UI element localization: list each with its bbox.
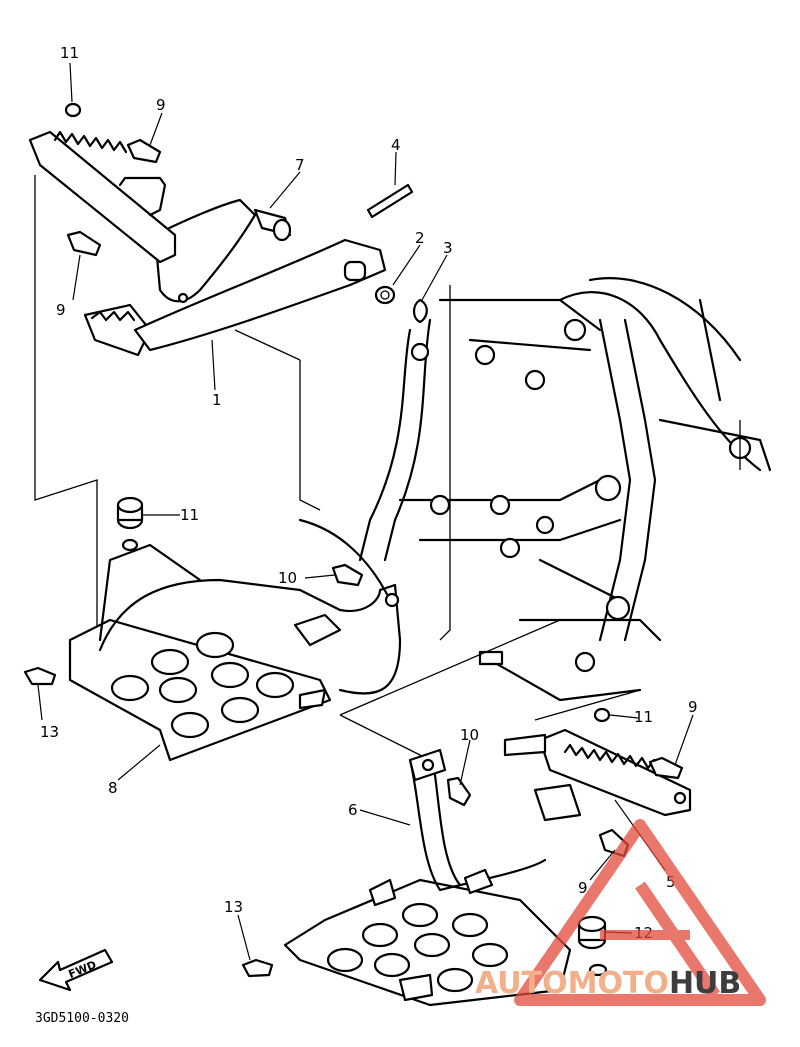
assembly-outlines: [34, 175, 741, 761]
callout-5: 5: [666, 873, 676, 891]
fwd-label: FWD: [67, 958, 99, 981]
bolt-9-b: [66, 230, 102, 257]
part-code: 3GD5100-0320: [35, 1011, 129, 1026]
grommet-12-upper: [116, 496, 144, 552]
bolt-10-lower: [446, 776, 472, 807]
watermark-triangle-icon: [514, 819, 766, 1006]
washer-2: [374, 285, 396, 305]
motorcycle-frame: [298, 277, 772, 702]
fwd-arrow: FWD: [38, 948, 114, 992]
watermark-logo: AUTOMOTOHUB: [475, 819, 766, 1006]
bolt-9-a: [126, 138, 162, 164]
callout-3: 3: [443, 239, 453, 257]
callout-11-upper: 11: [60, 44, 79, 62]
callout-4: 4: [391, 136, 401, 154]
screw-13-lower: [241, 958, 274, 978]
right-skid-plate: [283, 748, 572, 1007]
callout-10-lower: 10: [460, 726, 479, 744]
clip-3: [412, 298, 428, 324]
callout-2: 2: [415, 229, 425, 247]
cotter-pin-4: [366, 183, 414, 219]
svg-text:AUTOMOTOHUB: AUTOMOTOHUB: [475, 966, 741, 1001]
callout-10-upper: 10: [278, 569, 297, 587]
watermark-text-a: AUTOMOTO: [475, 966, 669, 1001]
bolt-10-upper: [331, 563, 364, 587]
callout-6: 6: [348, 801, 358, 819]
callout-12-upper: 11: [180, 506, 199, 524]
nut-11-lower: [593, 707, 611, 723]
screw-13-left: [23, 666, 57, 686]
fasteners: [23, 102, 684, 978]
callout-9-upper: 9: [156, 96, 166, 114]
callout-11-lower: 11: [634, 708, 653, 726]
callout-13-lower: 13: [224, 898, 243, 916]
callout-13-left: 13: [40, 723, 59, 741]
callout-9-right: 9: [688, 698, 698, 716]
right-footrest: [503, 728, 692, 822]
left-skid-plate: [68, 543, 402, 762]
callouts: 11 9 7 4 2 3 9 1 11 10 13 8 10 6 11 9 5 …: [40, 44, 698, 942]
callout-9-lower: 9: [578, 879, 588, 897]
bolt-9-c: [648, 756, 684, 780]
brake-pedal: [83, 198, 387, 357]
frame-bosses: [410, 318, 752, 673]
nut-11-upper: [64, 102, 82, 118]
left-footrest: [28, 130, 292, 264]
callout-7: 7: [295, 156, 305, 174]
callout-1: 1: [212, 391, 222, 409]
callout-8: 8: [108, 779, 118, 797]
watermark-text-b: HUB: [669, 966, 741, 1001]
callout-9-left: 9: [56, 301, 66, 319]
